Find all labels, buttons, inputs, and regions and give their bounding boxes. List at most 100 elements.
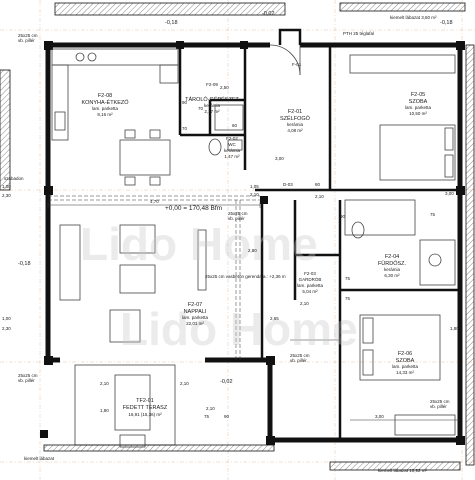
- svg-text:75: 75: [345, 276, 351, 281]
- room-f2-04: F2-04 FÜRDŐSZ. kerámia 6,30 m²: [378, 254, 407, 278]
- living-furniture: [59, 224, 207, 343]
- svg-text:2,10: 2,10: [100, 381, 109, 386]
- svg-text:kerámia: kerámia: [204, 103, 221, 108]
- bottom-hatch-strip: [329, 461, 461, 471]
- svg-text:2,30: 2,30: [2, 193, 11, 198]
- watermark-2: Lido Home: [120, 303, 358, 355]
- svg-text:NAPPALI: NAPPALI: [184, 309, 207, 315]
- bed-room-5: [349, 54, 456, 181]
- top-hatch-strip: [54, 2, 286, 16]
- pillar-label-j: vb. pillér: [430, 404, 447, 409]
- svg-text:SZOBA: SZOBA: [409, 99, 428, 105]
- pillar-label-d: vb. pillér: [18, 378, 35, 383]
- svg-text:2,10: 2,10: [300, 301, 309, 306]
- svg-text:14,33 m²: 14,33 m²: [396, 370, 414, 375]
- svg-text:8,16 m²: 8,16 m²: [97, 112, 113, 117]
- svg-text:1,00: 1,00: [2, 184, 11, 189]
- svg-text:2,10: 2,10: [315, 194, 324, 199]
- kitchen-units: [51, 48, 179, 141]
- wall-bottom-label: kiemelt lábazat 10,92 m²: [378, 468, 428, 473]
- svg-text:3,00: 3,00: [275, 156, 284, 161]
- pillar-label-i: 25x25 cm: [430, 399, 450, 404]
- dimension-values: 4,70 2,50 90 70 70 60 3,00 1,05 2,10 2,1…: [2, 85, 459, 419]
- svg-text:F2-07: F2-07: [188, 302, 202, 308]
- pillar-label-c: 25x25 cm: [18, 373, 38, 378]
- svg-text:60: 60: [232, 123, 238, 128]
- svg-text:1,80: 1,80: [100, 408, 109, 413]
- svg-text:90: 90: [224, 414, 230, 419]
- arrow-label-b: D-03: [283, 182, 293, 187]
- svg-text:5,04 m²: 5,04 m²: [302, 289, 318, 294]
- svg-text:F2-08: F2-08: [98, 93, 112, 99]
- dining-table: [119, 129, 171, 186]
- svg-text:6,30 m²: 6,30 m²: [384, 273, 400, 278]
- svg-text:3,00: 3,00: [375, 414, 384, 419]
- top-right-hatch: [339, 2, 466, 12]
- svg-text:2,50: 2,50: [220, 85, 229, 90]
- svg-text:SZÉLFOGÓ: SZÉLFOGÓ: [280, 115, 311, 122]
- pillar-label-g: 25x25 cm: [228, 211, 248, 216]
- svg-text:70: 70: [198, 106, 204, 111]
- interior-walls: [178, 45, 460, 440]
- svg-text:F2-09: F2-09: [206, 82, 218, 87]
- exterior-walls: [45, 28, 463, 443]
- hatch-label-b: szabadon: [4, 176, 24, 181]
- svg-text:2,10: 2,10: [180, 381, 189, 386]
- room-f2-01: F2-01 SZÉLFOGÓ kerámia 4,08 m²: [280, 109, 311, 133]
- svg-text:F2-06: F2-06: [398, 351, 412, 357]
- svg-text:lam. parketta: lam. parketta: [92, 106, 119, 111]
- svg-text:1,47 m²: 1,47 m²: [224, 154, 240, 159]
- pth-label: PTH 25 téglafal: [343, 31, 374, 36]
- svg-text:F2-03: F2-03: [304, 271, 316, 276]
- room-f2-02: F2-02 WC kerámia 1,47 m²: [224, 136, 241, 159]
- hatch-label-a: kiemelt lábazat: [24, 456, 55, 461]
- svg-text:TF2-01: TF2-01: [136, 398, 154, 404]
- pillar-label-f: vb. pillér: [290, 358, 307, 363]
- svg-text:90: 90: [182, 100, 188, 105]
- svg-text:2,65: 2,65: [270, 316, 279, 321]
- level-top-b: -0,02: [262, 11, 275, 17]
- beams: [48, 195, 260, 360]
- svg-text:F2-04: F2-04: [385, 254, 399, 260]
- dimension-lines: [47, 189, 460, 421]
- svg-text:FÜRDŐSZ.: FÜRDŐSZ.: [378, 260, 407, 267]
- svg-text:80: 80: [315, 182, 321, 187]
- svg-text:75: 75: [430, 212, 436, 217]
- terrace-edge-hatch: [43, 444, 275, 452]
- pillars: [40, 41, 465, 445]
- svg-text:WC: WC: [228, 142, 236, 147]
- beam-label: 25x25 cm vasbeton gerenda a.: +2,36 m: [205, 274, 286, 279]
- level-marker: +0,00 = 170,48 Bfm: [165, 205, 222, 212]
- room-f2-05: F2-05 SZOBA lam. parketta 10,50 m²: [405, 92, 432, 116]
- pillar-label-a: 25x25 cm: [18, 33, 38, 38]
- wc-fixtures: [208, 104, 244, 156]
- svg-text:F2-05: F2-05: [411, 92, 425, 98]
- svg-text:1,00: 1,00: [2, 316, 11, 321]
- watermark: Lido Home: [80, 218, 318, 270]
- svg-text:lam. parketta: lam. parketta: [182, 315, 209, 320]
- svg-text:1,05: 1,05: [250, 184, 259, 189]
- arrow-label-a: F-01: [292, 62, 302, 67]
- svg-text:2,30: 2,30: [2, 326, 11, 331]
- svg-text:1,80: 1,80: [450, 326, 459, 331]
- svg-text:F2-02: F2-02: [226, 136, 238, 141]
- level-top-right: -0,18: [440, 20, 453, 26]
- svg-text:TÁROLÓ-GÉPÉSZET: TÁROLÓ-GÉPÉSZET: [185, 96, 239, 103]
- room-f2-03: F2-03 GARDRÓB lam. parketta 5,04 m²: [297, 271, 324, 294]
- room-tf2-01: TF2-01 FEDETT TERASZ 16,91 (15,36) m²: [123, 398, 168, 417]
- svg-text:lam. parketta: lam. parketta: [392, 364, 419, 369]
- wall-top-label: kiemelt lábazat 3,60 m²: [390, 15, 437, 20]
- svg-text:KONYHA-ÉTKEZŐ: KONYHA-ÉTKEZŐ: [81, 99, 129, 106]
- svg-text:kerámia: kerámia: [224, 148, 241, 153]
- svg-text:FEDETT TERASZ: FEDETT TERASZ: [123, 405, 168, 411]
- level-top-a: -0,18: [165, 20, 178, 26]
- svg-text:10,50 m²: 10,50 m²: [409, 111, 427, 116]
- svg-text:SZOBA: SZOBA: [396, 358, 415, 364]
- svg-text:90: 90: [340, 214, 346, 219]
- svg-text:lam. parketta: lam. parketta: [297, 283, 324, 288]
- svg-text:2,10: 2,10: [206, 406, 215, 411]
- level-left: -0,18: [18, 261, 31, 267]
- bathroom-fixtures: [344, 199, 456, 286]
- svg-text:3,00: 3,00: [445, 191, 454, 196]
